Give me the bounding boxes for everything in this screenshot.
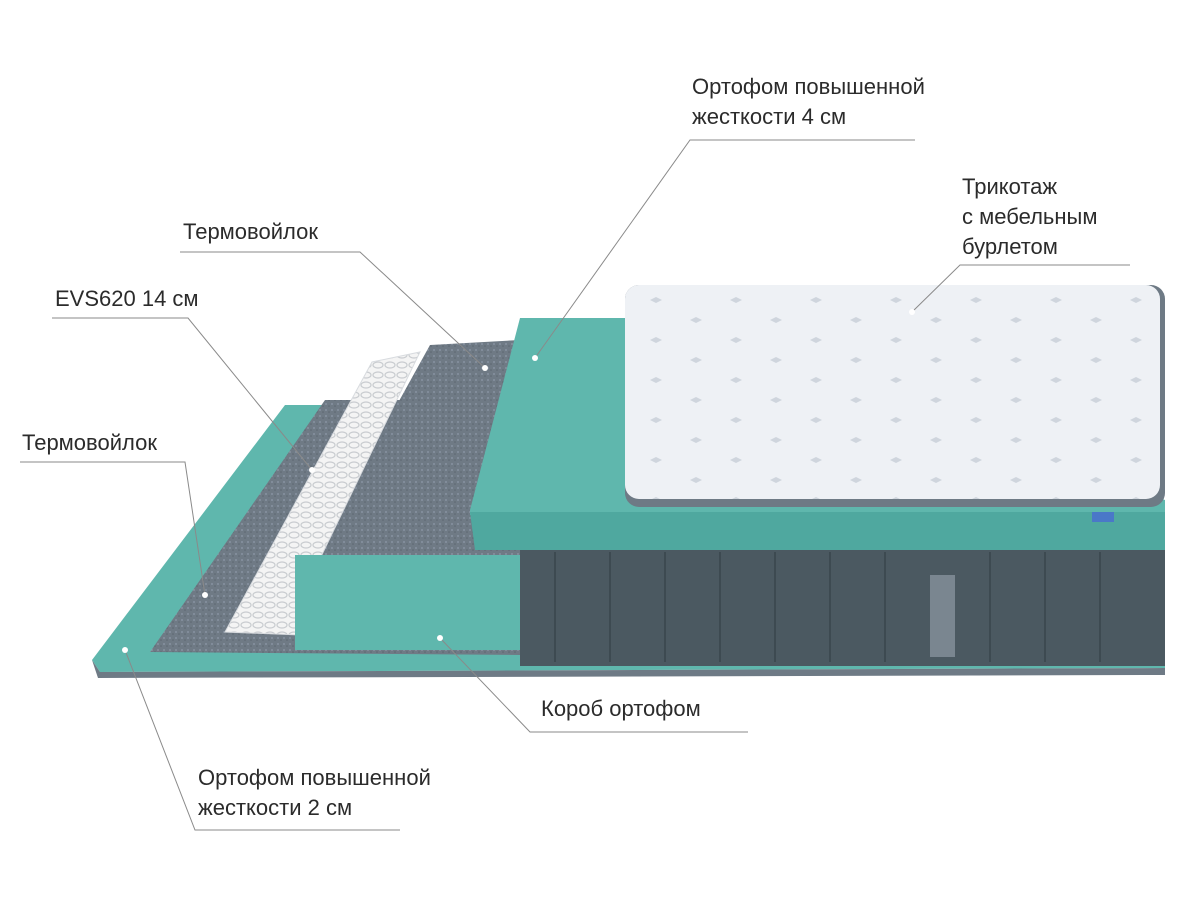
label-bottom-foam: Ортофом повышенной жесткости 2 см [198,763,431,823]
label-top-foam: Ортофом повышенной жесткости 4 см [692,72,925,132]
label-springs: EVS620 14 см [55,286,199,311]
brand-tag [1092,512,1114,522]
label-knit-cover: Трикотаж с мебельным бурлетом [962,172,1097,262]
label-box-foam: Короб ортофом [541,696,701,721]
label-line: бурлетом [962,234,1058,259]
label-line: Ортофом повышенной [692,74,925,99]
label-line: жесткости 4 см [692,104,847,129]
leader-lines [20,139,1130,831]
box-foam-front [295,555,520,650]
label-line: жесткости 2 см [198,795,353,820]
label-line: Трикотаж [962,174,1058,199]
label-line: с мебельным [962,204,1098,229]
mattress-body [520,548,1165,666]
leader-dots [122,309,915,653]
label-felt-upper: Термовойлок [183,219,318,244]
spring-block [224,351,421,636]
upper-felt-layer [300,340,520,580]
label-felt-lower: Термовойлок [22,430,157,455]
knit-topper [625,285,1165,522]
handle-tab [930,575,955,657]
label-line: Ортофом повышенной [198,765,431,790]
bottom-foam-layer [92,405,1165,678]
